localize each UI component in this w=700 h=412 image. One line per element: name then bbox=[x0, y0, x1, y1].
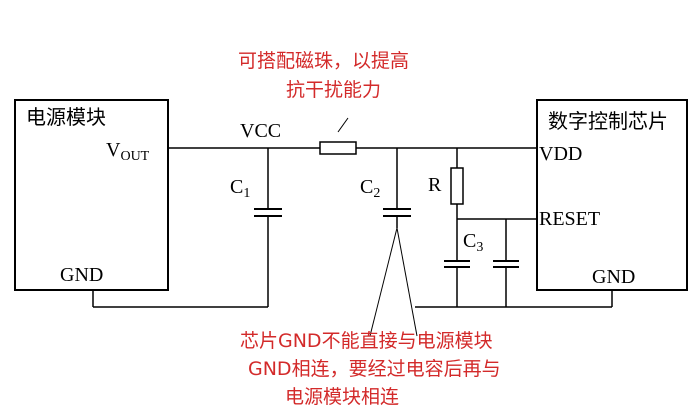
bead-note-line2: 抗干扰能力 bbox=[286, 79, 381, 101]
power-module-gnd-label: GND bbox=[60, 264, 103, 286]
capacitor-c1 bbox=[254, 148, 282, 307]
c2-label: C2 bbox=[360, 176, 380, 201]
gnd-note-line3: 电源模块相连 bbox=[285, 386, 399, 408]
vout-label: VOUT bbox=[106, 139, 150, 164]
gnd-pointer-lines bbox=[369, 227, 418, 337]
bead-pointer-line bbox=[337, 117, 349, 133]
ferrite-bead bbox=[319, 141, 357, 155]
power-module-title: 电源模块 bbox=[26, 105, 106, 129]
ground-wire bbox=[92, 290, 613, 308]
resistor-r bbox=[450, 148, 464, 219]
c1-label: C1 bbox=[230, 176, 250, 201]
chip-title: 数字控制芯片 bbox=[548, 109, 668, 133]
capacitor-c3-right bbox=[493, 219, 519, 307]
bead-note-line1: 可搭配磁珠，以提高 bbox=[238, 50, 409, 72]
power-module-box bbox=[14, 99, 169, 291]
vcc-label: VCC bbox=[240, 120, 281, 142]
r-label: R bbox=[428, 174, 442, 196]
chip-gnd-label: GND bbox=[592, 266, 635, 288]
c3-label: C3 bbox=[463, 230, 483, 255]
vdd-label: VDD bbox=[539, 143, 582, 165]
capacitor-c2 bbox=[383, 148, 411, 228]
reset-label: RESET bbox=[539, 208, 600, 230]
gnd-note-line1: 芯片GND不能直接与电源模块 bbox=[240, 330, 493, 352]
chip-box bbox=[536, 99, 688, 291]
gnd-note-line2: GND相连，要经过电容后再与 bbox=[248, 358, 501, 380]
capacitor-c3-left bbox=[444, 219, 470, 307]
